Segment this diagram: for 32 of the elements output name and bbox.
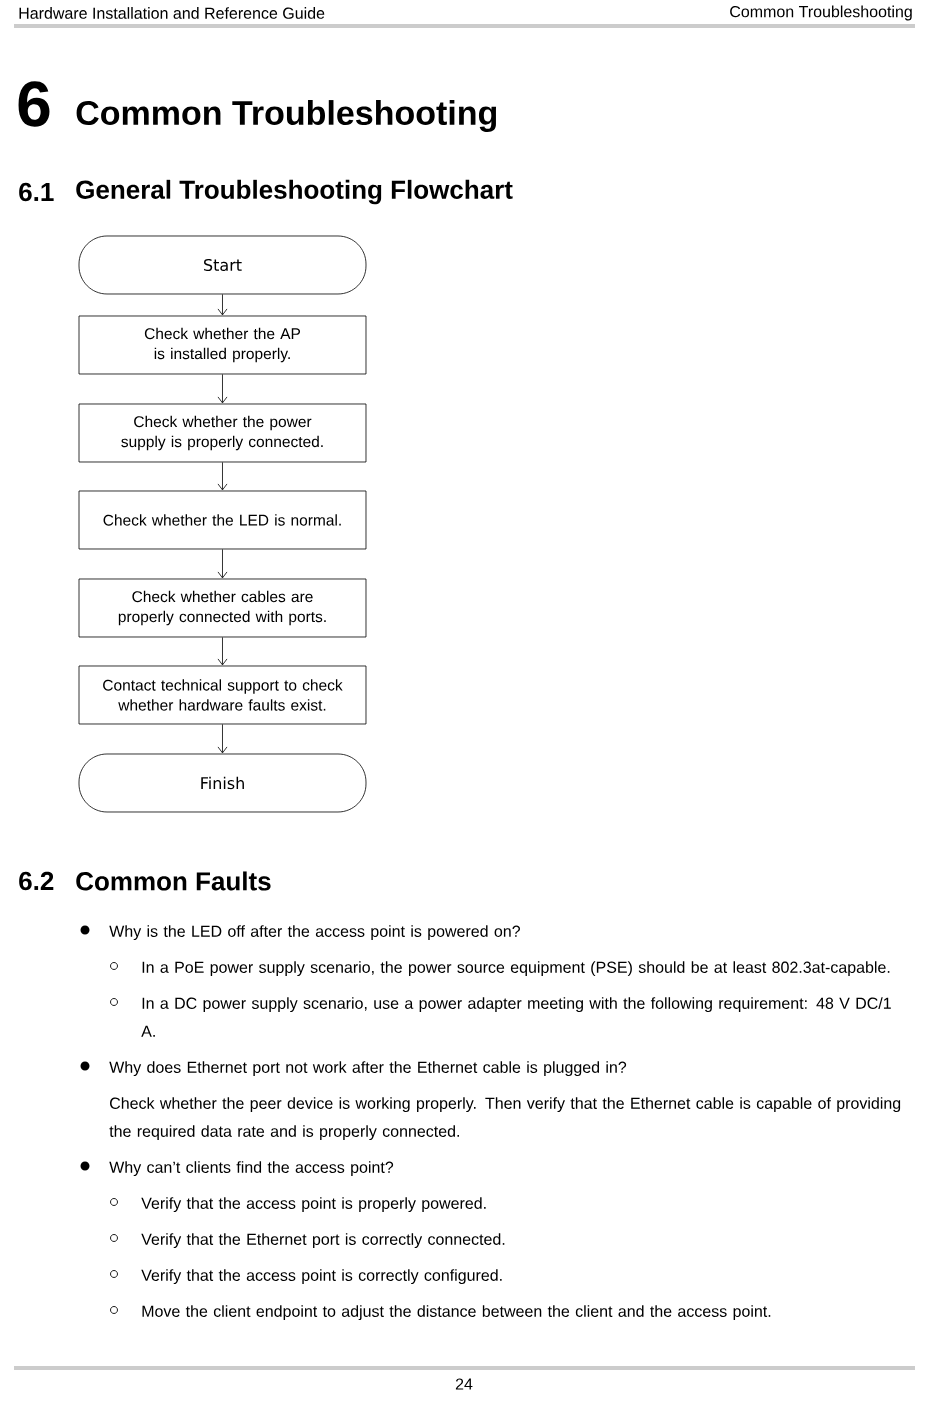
header-text: Common Troubleshooting xyxy=(730,5,912,21)
arrow xyxy=(217,462,228,491)
question-text: Why does Ethernet port not work after the Ethernet cable is plugged in? xyxy=(109,1061,627,1077)
answer-text: Move the client endpoint to adjust the distance between the client and the access point. xyxy=(142,1305,771,1321)
terminator-box: Start xyxy=(78,235,367,295)
section-number: 6.1 xyxy=(19,182,54,202)
page-number: 24 xyxy=(455,1378,473,1390)
process-box: Check whether the AP is installed properly. xyxy=(78,315,367,375)
question-text: Why can’t clients find the access point? xyxy=(109,1161,394,1177)
process-box: Contact technical support to check whether hardware faults exist. xyxy=(78,665,367,725)
chapter-title: Common Troubleshooting xyxy=(76,100,497,132)
arrow xyxy=(217,637,228,666)
section-title: General Troubleshooting Flowchart xyxy=(76,179,513,205)
arrow xyxy=(217,724,228,754)
arrow xyxy=(217,549,228,579)
chapter-number: 6 xyxy=(18,81,50,127)
answer-text: Verify that the access point is correctly configured. xyxy=(141,1269,502,1285)
answer-text: In a PoE power supply scenario, the power source equipment (PSE) should be at least 802.3at-capable. xyxy=(142,961,890,977)
process-box: Check whether cables are properly connected with ports. xyxy=(78,578,367,638)
answer-text: Check whether the peer device is working properly. Then verify that the Ethernet cable is capable of providing the required data rate and is properly connected. xyxy=(109,1097,901,1141)
arrow xyxy=(217,294,228,316)
terminator-box: Finish xyxy=(78,753,367,813)
question-text: Why is the LED off after the access point is powered on? xyxy=(109,925,520,941)
process-box: Check whether the LED is normal. xyxy=(78,490,367,550)
answer-text: Verify that the access point is properly powered. xyxy=(141,1197,486,1213)
process-box: Check whether the power supply is properly connected. xyxy=(78,403,367,463)
header-text: Hardware Installation and Reference Guide xyxy=(19,7,325,19)
arrow xyxy=(217,374,228,404)
answer-text: In a DC power supply scenario, use a power adapter meeting with the following requirement: 48 V DC/1 A. xyxy=(141,997,891,1037)
section-title: Common Faults xyxy=(76,871,271,891)
section-number: 6.2 xyxy=(19,871,54,891)
answer-text: Verify that the Ethernet port is correctly connected. xyxy=(141,1233,505,1249)
